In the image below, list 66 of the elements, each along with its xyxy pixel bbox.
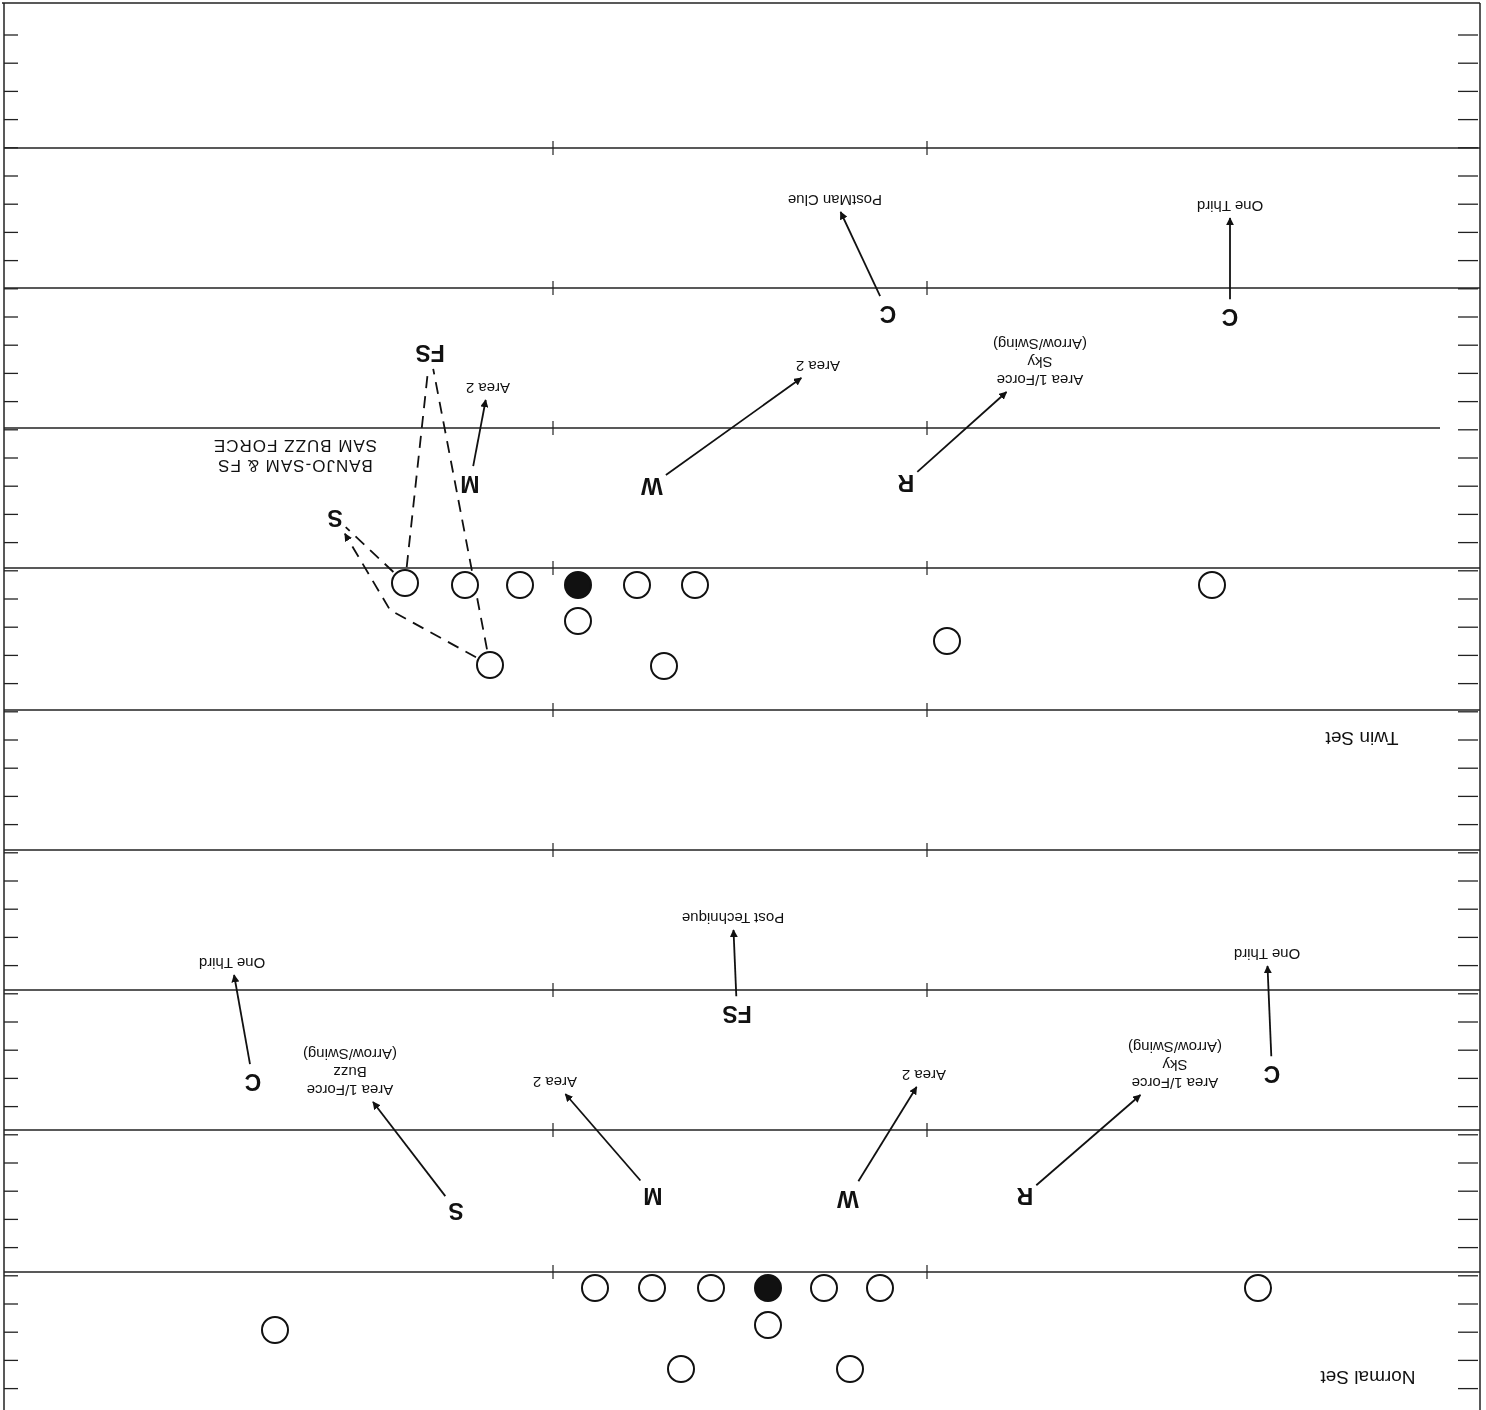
zone-label: Area 1/Force Sky (Arrow/Swing): [984, 335, 1096, 389]
player-circle: [697, 1274, 725, 1302]
player-position-letter: R: [897, 468, 915, 496]
movement-arrow: [1035, 1094, 1142, 1187]
player-position-letter: FS: [722, 999, 752, 1027]
movement-arrow: [857, 1086, 918, 1183]
player-circle: [638, 1274, 666, 1302]
zone-label: Area 2: [532, 1073, 578, 1091]
player-circle: [681, 571, 709, 599]
player-circle: [581, 1274, 609, 1302]
movement-arrow: [231, 974, 251, 1066]
player-circle: [1198, 571, 1226, 599]
zone-label: Area 2: [795, 357, 841, 375]
player-circle: [810, 1274, 838, 1302]
player-position-letter: C: [244, 1067, 262, 1095]
movement-arrow: [472, 399, 489, 468]
zone-label: One Third: [198, 954, 266, 972]
player-circle: [866, 1274, 894, 1302]
player-position-letter: S: [327, 503, 343, 531]
player-circle: [476, 651, 504, 679]
player-position-letter: FS: [415, 338, 445, 366]
movement-arrow: [372, 1101, 447, 1197]
player-position-letter: R: [1016, 1181, 1034, 1209]
player-circle: [261, 1316, 289, 1344]
zone-label: PostMan Clue: [787, 191, 883, 209]
player-circle: [564, 571, 592, 599]
player-position-letter: C: [879, 299, 897, 327]
player-position-letter: W: [837, 1184, 859, 1212]
player-circle: [836, 1355, 864, 1383]
movement-arrow: [1263, 965, 1273, 1058]
zone-label: One Third: [1196, 197, 1264, 215]
player-circle: [667, 1355, 695, 1383]
player-circle: [1244, 1274, 1272, 1302]
player-circle: [754, 1311, 782, 1339]
player-circle: [650, 652, 678, 680]
player-circle: [506, 571, 534, 599]
zone-label: Area 1/Force Buzz (Arrow/Swing): [291, 1045, 409, 1099]
zone-label: Post Technique: [681, 909, 785, 927]
movement-arrow: [665, 377, 803, 476]
zone-label: Area 2: [465, 379, 511, 397]
player-position-letter: C: [1221, 302, 1239, 330]
dashed-coverage-line: [344, 532, 477, 659]
player-circle: [754, 1274, 782, 1302]
zone-label: One Third: [1233, 945, 1301, 963]
player-circle: [391, 569, 419, 597]
player-position-letter: M: [460, 469, 480, 497]
movement-arrow: [839, 211, 881, 298]
play-note: BANJO-SAM & FS SAM BUZZ FORCE: [211, 435, 379, 475]
zone-label: Area 1/Force Sky (Arrow/Swing): [1119, 1038, 1231, 1092]
player-position-letter: W: [641, 471, 663, 499]
player-position-letter: S: [448, 1196, 464, 1224]
movement-arrow: [916, 391, 1008, 473]
player-position-letter: C: [1263, 1059, 1281, 1087]
movement-arrow: [1226, 217, 1234, 301]
player-circle: [451, 571, 479, 599]
zone-label: Area 2: [901, 1066, 947, 1084]
player-circle: [623, 571, 651, 599]
player-position-letter: M: [643, 1181, 663, 1209]
dashed-coverage-line: [344, 526, 395, 573]
formation-title: Normal Set: [1320, 1366, 1416, 1388]
formation-title: Twin Set: [1325, 727, 1399, 749]
player-circle: [564, 607, 592, 635]
movement-arrow: [564, 1093, 642, 1182]
player-circle: [933, 627, 961, 655]
dashed-coverage-line: [432, 367, 488, 651]
movement-arrow: [729, 929, 738, 998]
